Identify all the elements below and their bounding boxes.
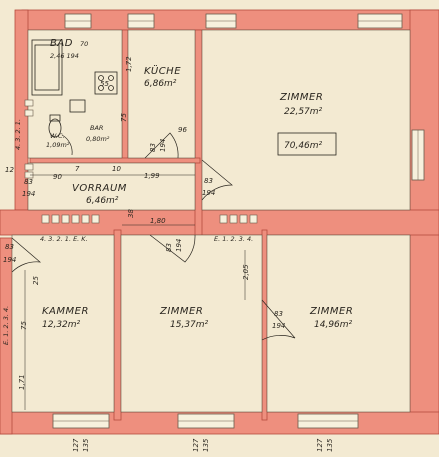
dim-135c: 135: [326, 438, 334, 452]
wall-zimmer-zimmer: [261, 229, 268, 421]
dim-96: 96: [178, 126, 187, 134]
label-zimmer-right-area: 14,96m²: [314, 320, 353, 330]
dim-38: 38: [127, 209, 135, 218]
dim-83e: 83: [274, 310, 283, 318]
label-bad: BAD: [50, 38, 73, 49]
label-zimmer-top-area: 22,57m²: [284, 107, 323, 117]
label-kueche-area: 6,86m²: [144, 79, 177, 89]
dim-75b: 75: [20, 321, 28, 330]
stove: [94, 71, 118, 95]
label-kammer-area: 12,32m²: [42, 320, 81, 330]
label-kammer: KAMMER: [42, 306, 89, 317]
dim-180: 1,80: [150, 217, 166, 225]
bathroom-fixtures: [31, 39, 118, 138]
vent-blocks: [24, 99, 258, 224]
dim-127b: 127: [192, 438, 200, 452]
dim-83f: 83: [5, 243, 14, 251]
label-floors-side: 4. 3. 2. 1.: [14, 119, 22, 150]
doors: [11, 132, 296, 341]
door-zimmer-right: [261, 299, 296, 341]
dimension-labels: 1,72 55 75 96 83 194 90 7 10 1,99 83 194…: [3, 56, 334, 452]
label-floors-kammer: E. 1. 2. 3. 4.: [2, 306, 10, 345]
dim-194c: 194: [22, 190, 35, 198]
dim-83a: 83: [149, 143, 157, 152]
label-floors-left: 4. 3. 2. 1. E. K.: [40, 235, 88, 243]
dim-55: 55: [100, 80, 109, 88]
dim-127a: 127: [72, 438, 80, 452]
dim-194f: 194: [3, 256, 16, 264]
label-bar-area: 0,80m²: [86, 135, 110, 143]
dim-83c: 83: [24, 178, 33, 186]
label-floors-right: E. 1. 2. 3. 4.: [214, 235, 253, 243]
dim-199: 1,99: [144, 172, 160, 180]
label-zimmer-mid-area: 15,37m²: [170, 320, 209, 330]
dim-12: 12: [5, 166, 14, 174]
level-labels: 4. 3. 2. 1. E. K. E. 1. 2. 3. 4. 4. 3. 2…: [2, 119, 253, 345]
wall-bad-kueche: [121, 29, 129, 161]
dim-83b: 83: [204, 177, 213, 185]
dim-194a: 194: [159, 139, 167, 152]
dim-194e: 194: [272, 322, 285, 330]
total-area-box: [277, 132, 337, 156]
toilet: [48, 118, 62, 138]
label-bad-dims2: 2,46 194: [50, 52, 79, 60]
door-zimmer-mid: [149, 234, 196, 263]
dim-10: 10: [112, 165, 121, 173]
label-kueche: KÜCHE: [144, 64, 181, 77]
dim-135a: 135: [82, 438, 90, 452]
label-zimmer-right: ZIMMER: [309, 306, 353, 317]
dim-205: 2,05: [242, 264, 250, 280]
dim-83d: 83: [165, 243, 173, 252]
label-zimmer-mid: ZIMMER: [159, 306, 203, 317]
dim-194b: 194: [202, 189, 215, 197]
dim-25: 25: [32, 276, 40, 285]
label-wc: W.C.: [50, 132, 65, 140]
sink: [69, 99, 86, 113]
door-wc: [61, 134, 73, 156]
label-wc-area: 1,09m²: [46, 141, 70, 149]
dim-194d: 194: [175, 239, 183, 252]
label-vorraum-area: 6,46m²: [86, 196, 119, 206]
label-vorraum: VORRAUM: [72, 183, 127, 194]
wall-kueche-zimmer: [194, 29, 203, 236]
dim-135b: 135: [202, 438, 210, 452]
dim-172: 1,72: [125, 56, 133, 72]
dim-171: 1,71: [18, 374, 26, 390]
label-zimmer-top: ZIMMER: [279, 92, 323, 103]
door-zimmer-top: [201, 159, 233, 201]
dim-7: 7: [75, 165, 80, 173]
bathtub: [31, 39, 63, 96]
room-labels: BAD 70 2,46 194 KÜCHE 6,86m² ZIMMER 22,5…: [42, 38, 353, 330]
label-total-area: 70,46m²: [284, 141, 323, 151]
door-kammer: [11, 237, 42, 273]
dim-75: 75: [120, 113, 128, 122]
door-kueche: [144, 132, 179, 159]
dim-90: 90: [53, 173, 62, 181]
label-bad-dims: 70: [80, 40, 88, 48]
wall-vorraum-top: [29, 157, 201, 164]
wall-kammer-zimmer: [113, 229, 122, 421]
label-bar: BAR: [90, 124, 103, 132]
dim-127c: 127: [316, 438, 324, 452]
